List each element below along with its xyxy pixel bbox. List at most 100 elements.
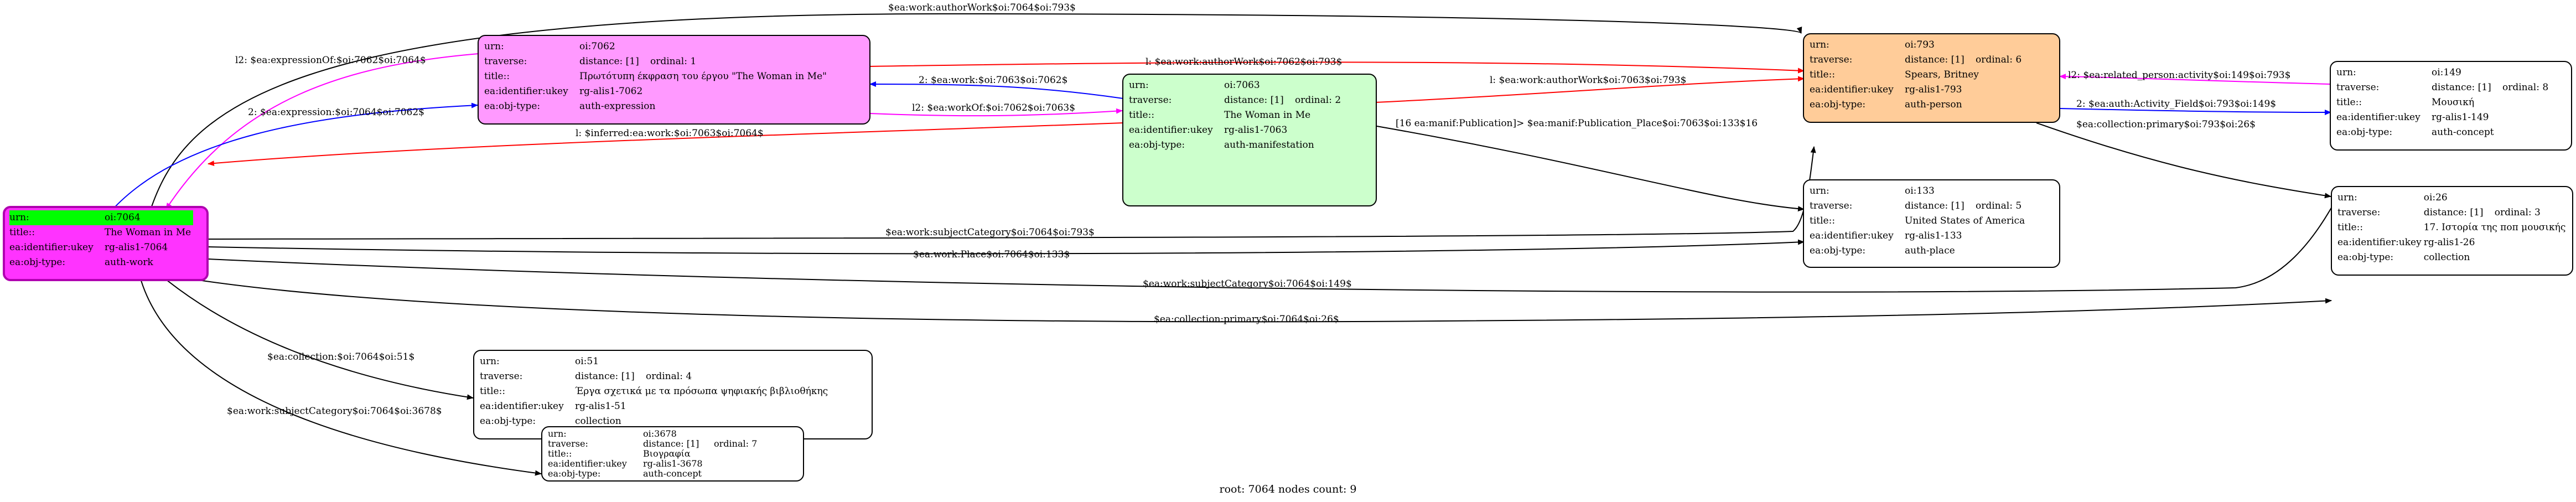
- field-value: The Woman in Me: [105, 227, 191, 238]
- node-row-traverse: traverse: distance: [1]ordinal: 7: [548, 439, 759, 449]
- field-key: title::: [548, 448, 572, 459]
- distance-value: distance: [1]: [1905, 54, 1965, 65]
- field-value: collection: [575, 416, 621, 427]
- node-oi-133[interactable]: urn:oi:133 traverse:distance: [1]ordinal…: [1803, 179, 2060, 268]
- field-value: collection: [2423, 252, 2470, 263]
- edge-label: l2: $ea:workOf:$oi:7062$oi:7063$: [912, 102, 1075, 113]
- node-row-urn: urn:oi:793: [1810, 38, 2024, 53]
- field-value: rg-alis1-7063: [1224, 125, 1288, 136]
- node-row-type: ea:obj-type:auth-expression: [484, 99, 829, 114]
- node-row-title: title::Βιογραφία: [548, 449, 759, 459]
- edge-7064-51-collection: [165, 279, 474, 400]
- field-key: traverse:: [548, 438, 588, 449]
- field-key: ea:identifier:ukey: [480, 401, 564, 412]
- field-value: distance: [1]ordinal: 6: [1905, 53, 2024, 68]
- ordinal-value: ordinal: 5: [1976, 200, 2022, 211]
- node-row-type: ea:obj-type:auth-person: [1810, 97, 2024, 112]
- ordinal-value: ordinal: 1: [650, 56, 697, 67]
- field-value: auth-manifestation: [1224, 139, 1314, 151]
- field-key: title::: [480, 386, 506, 397]
- field-value: rg-alis1-7062: [579, 86, 643, 97]
- field-value: distance: [1] ordinal: 4: [575, 369, 830, 384]
- edge-7062-793-authorwork: [868, 61, 1805, 74]
- field-value: United States of America: [1905, 215, 2025, 226]
- node-row-type: ea:obj-type:auth-place: [1810, 244, 2027, 258]
- node-row-traverse: traverse:distance: [1]ordinal: 4: [480, 369, 830, 384]
- node-row-urn: urn: oi:133: [1810, 184, 2027, 199]
- node-oi-793[interactable]: urn:oi:793 traverse:distance: [1]ordinal…: [1803, 33, 2060, 123]
- ordinal-value: ordinal: 3: [2494, 207, 2541, 218]
- node-oi-7064[interactable]: urn: oi:7064 title:: The Woman in Me ea:…: [3, 206, 209, 281]
- node-row-urn: urn:oi:7063: [1129, 78, 1343, 93]
- edge-label: l2: $ea:expressionOf:$oi:7062$oi:7064$: [235, 55, 426, 66]
- field-value: distance: [1]ordinal: 7: [643, 439, 759, 449]
- node-oi-149[interactable]: urn: oi:149 traverse:distance: [1]ordinal…: [2330, 61, 2572, 151]
- field-value: auth-expression: [579, 101, 656, 112]
- node-oi-7063[interactable]: urn:oi:7063 traverse:distance: [1]ordina…: [1122, 74, 1377, 206]
- field-value: auth-person: [1905, 99, 1962, 110]
- edge-7064-149-subjectcategory: [208, 192, 2340, 293]
- field-key: traverse:: [484, 56, 527, 67]
- ordinal-value: ordinal: 4: [646, 371, 692, 382]
- edge-label: 2: $ea:work:$oi:7063$oi:7062$: [919, 75, 1067, 86]
- edge-793-26-collection-primary: [2036, 122, 2331, 199]
- field-value: oi:133: [1905, 185, 1935, 196]
- node-row-title: title::17. Ιστορία της ποπ μουσικής: [2337, 220, 2568, 235]
- edge-label: [16 ea:manif:Publication]> $ea:manif:Pub…: [1396, 118, 1758, 129]
- field-value: rg-alis1-793: [1905, 84, 1962, 95]
- edge-label: $ea:collection:primary$oi:793$oi:26$: [2076, 119, 2256, 130]
- field-value: auth-place: [1905, 245, 1955, 256]
- node-oi-3678[interactable]: urn: oi:3678 traverse: distance: [1]ordina…: [541, 426, 804, 482]
- field-key: ea:obj-type:: [1129, 139, 1185, 151]
- field-key: title::: [1810, 215, 1836, 226]
- distance-value: distance: [1]: [2432, 82, 2491, 93]
- node-row-title: title::United States of America: [1810, 214, 2027, 229]
- field-value: rg-alis1-133: [1905, 230, 1962, 241]
- field-value: oi:3678: [643, 428, 677, 439]
- node-row-urn: urn:oi:26: [2337, 190, 2568, 205]
- edge-label: $ea:work:subjectCategory$oi:7064$oi:3678…: [227, 406, 442, 417]
- node-row-traverse: traverse:distance: [1]ordinal: 2: [1129, 93, 1343, 108]
- field-key: urn:: [548, 428, 567, 439]
- node-oi-26[interactable]: urn:oi:26 traverse:distance: [1]ordinal:…: [2331, 186, 2573, 276]
- node-row-urn: urn: oi:3678: [548, 429, 759, 439]
- field-key: ea:identifier:ukey: [2337, 237, 2422, 248]
- field-key: ea:obj-type:: [480, 416, 536, 427]
- distance-value: distance: [1]: [575, 371, 635, 382]
- field-key: urn:: [1810, 185, 1829, 196]
- node-row-urn: urn:oi:51: [480, 354, 830, 369]
- field-value: oi:7064: [105, 212, 141, 223]
- node-oi-51[interactable]: urn:oi:51 traverse:distance: [1]ordinal:…: [473, 350, 873, 439]
- field-value: rg-alis1-26: [2423, 237, 2475, 248]
- field-key: traverse:: [1810, 200, 1853, 211]
- field-key: urn:: [484, 41, 504, 52]
- ordinal-value: ordinal: 2: [1295, 95, 1341, 106]
- node-row-ukey: ea:identifier:ukey rg-alis1-7064: [9, 240, 193, 255]
- field-key: ea:identifier:ukey: [548, 458, 627, 469]
- field-key: traverse:: [1129, 95, 1172, 106]
- edge-793-149-activity-field: [2059, 108, 2331, 115]
- node-oi-7062[interactable]: urn:oi:7062 traverse:distance: [1]ordina…: [478, 35, 870, 125]
- field-value: oi:7063: [1224, 80, 1260, 91]
- edge-label: $ea:work:authorWork$oi:7064$oi:793$: [888, 2, 1076, 13]
- field-key: urn:: [2336, 67, 2356, 78]
- edge-7064-793-subjectcategory: [208, 146, 1816, 240]
- field-key: ea:identifier:ukey: [2336, 112, 2420, 123]
- field-value: oi:149: [2432, 67, 2461, 78]
- edge-149-793-related-person: [2059, 74, 2330, 85]
- node-row-type: ea:obj-type:auth-concept: [548, 469, 759, 479]
- field-value: auth-concept: [643, 468, 702, 479]
- field-value: The Woman in Me: [1224, 110, 1311, 121]
- field-value: distance: [1]ordinal: 3: [2424, 205, 2568, 220]
- edge-label: l: $inferred:ea:work:$oi:7063$oi:7064$: [576, 128, 764, 139]
- node-row-type: ea:obj-type:collection: [2337, 250, 2568, 265]
- node-row-traverse: traverse:distance: [1]ordinal: 3: [2337, 205, 2568, 220]
- node-row-traverse: traverse:distance: [1]ordinal: 8: [2336, 80, 2551, 95]
- edge-label: l: $ea:work:authorWork$oi:7063$oi:793$: [1490, 75, 1686, 86]
